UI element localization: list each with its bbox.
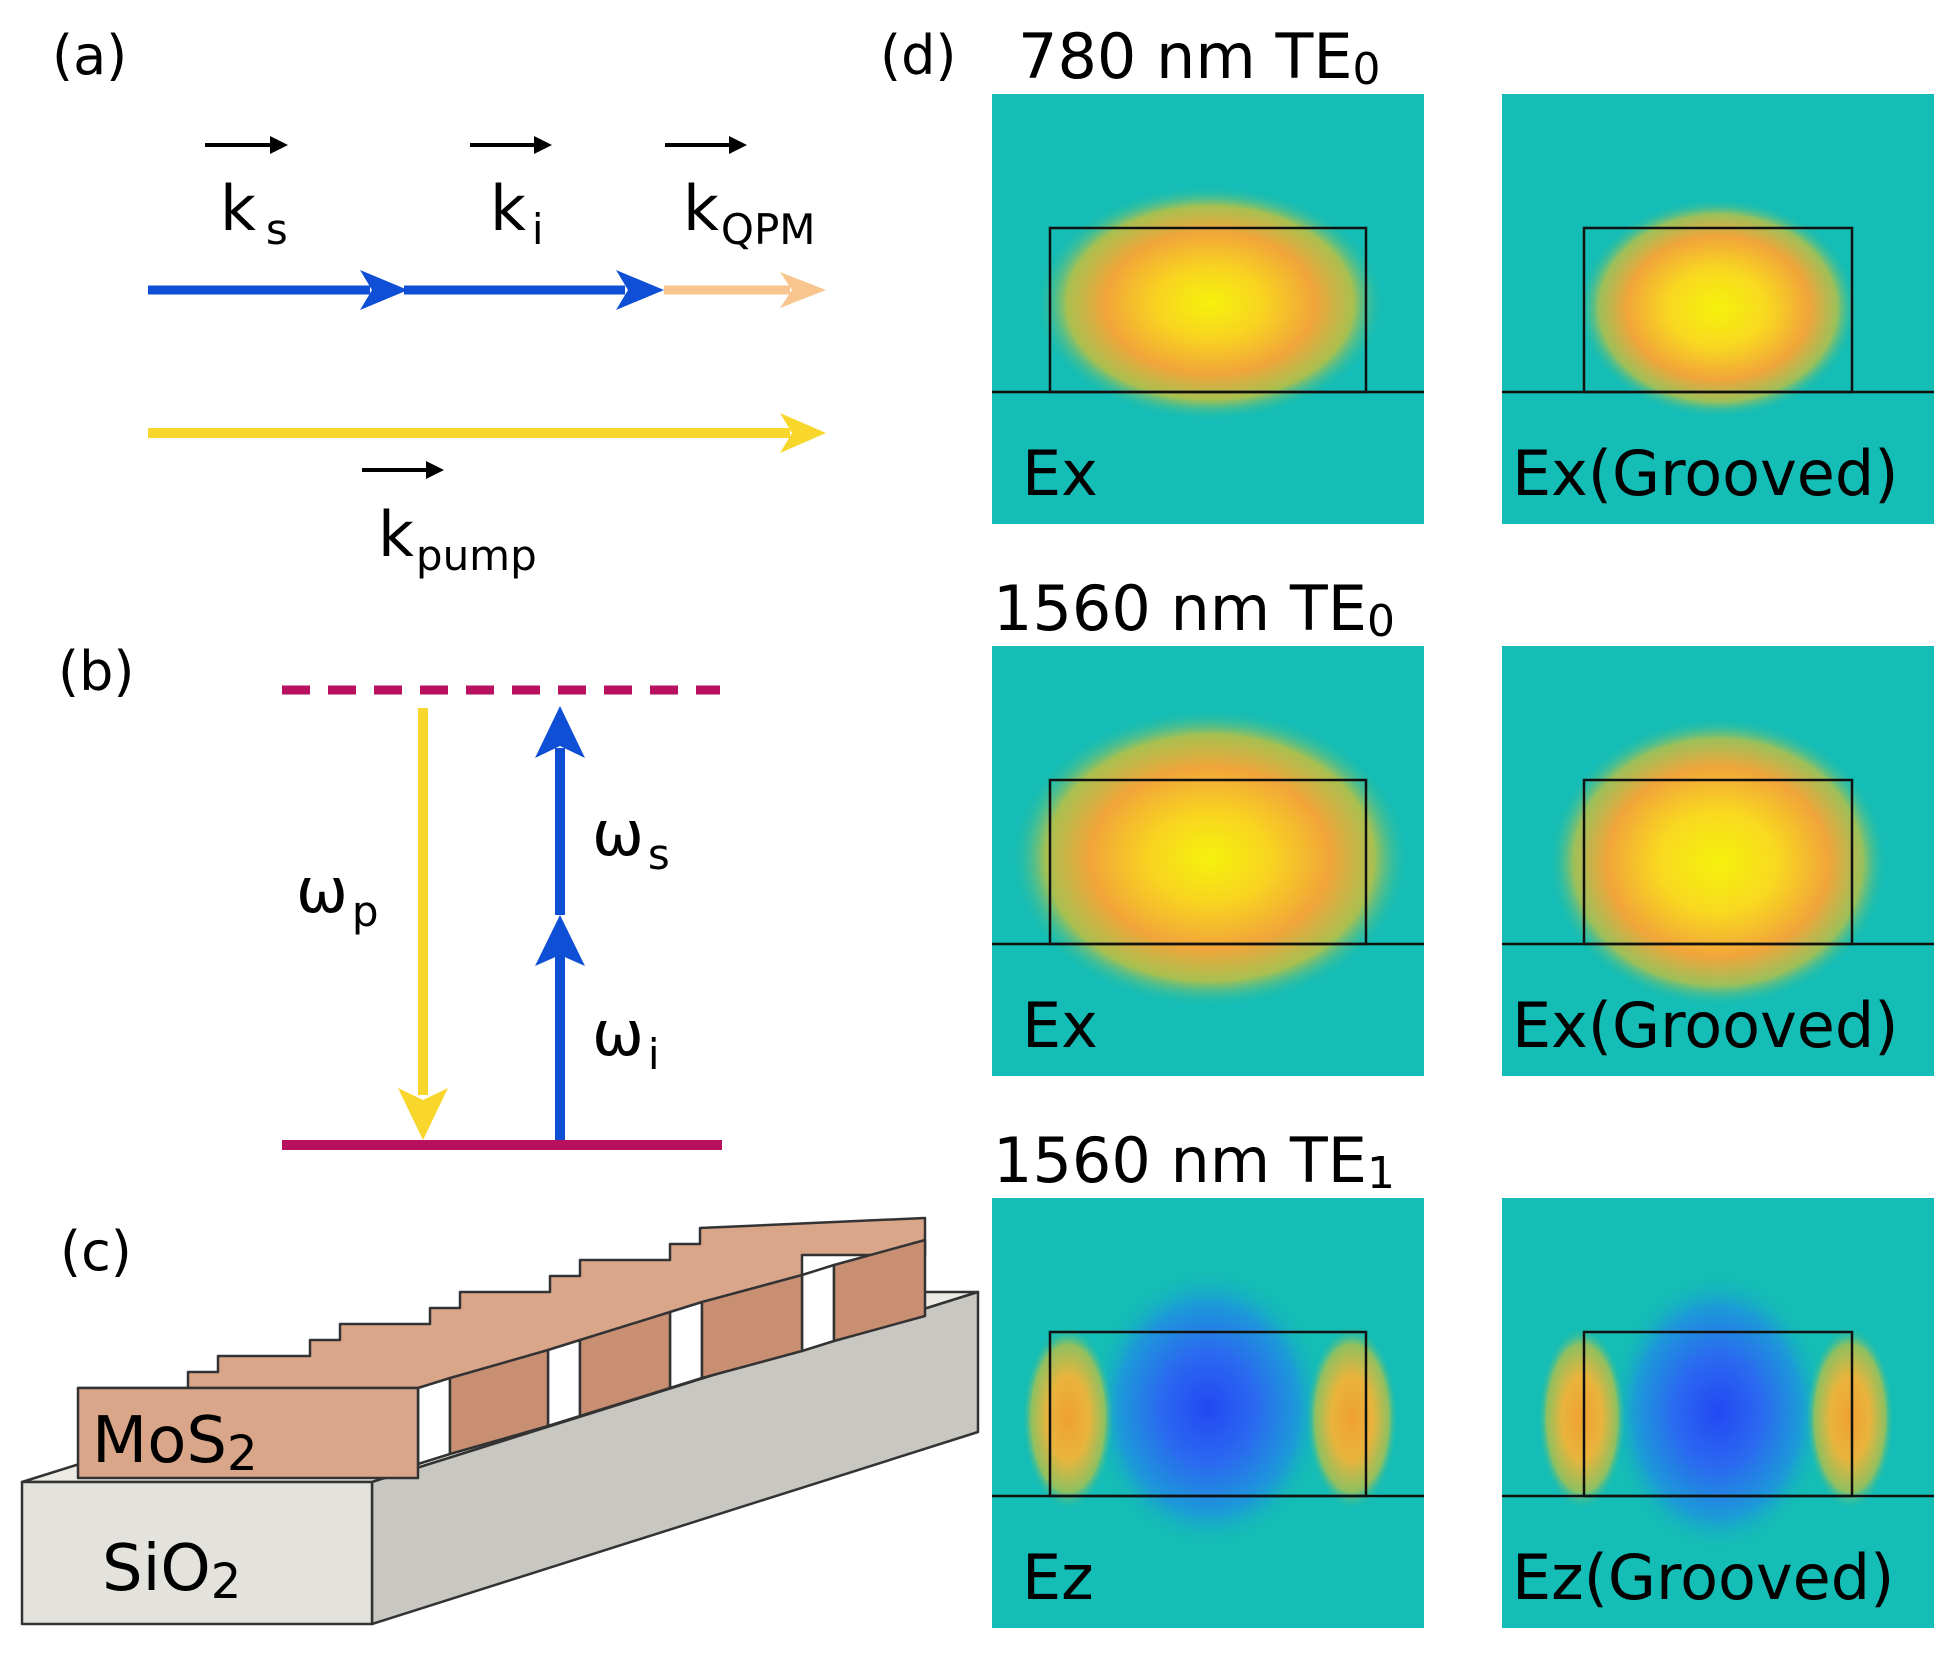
mode-plot-1560-te1-ez: Ez xyxy=(992,1198,1424,1628)
mode-plot-1560-te0-ex: Ex xyxy=(992,646,1424,1076)
over-arrows xyxy=(205,136,747,479)
field-label: Ex xyxy=(1022,437,1098,510)
panel-b: (b) ωp ωs ωi xyxy=(58,640,722,1150)
field-label: Ex(Grooved) xyxy=(1512,989,1898,1062)
mode-plot-780-te0-ex-grooved: Ex(Grooved) xyxy=(1502,94,1934,524)
row1-title: 780 nm TE0 xyxy=(1018,20,1381,95)
mode-plot-1560-te1-ez-grooved: Ez(Grooved) xyxy=(1502,1198,1934,1628)
row3-title: 1560 nm TE1 xyxy=(993,1124,1395,1199)
field-label: Ez xyxy=(1022,1541,1094,1614)
panel-label-c: (c) xyxy=(60,1220,132,1283)
mos2-label: MoS2 xyxy=(92,1404,258,1482)
panel-label-b: (b) xyxy=(58,640,134,703)
idler-transition-arrow xyxy=(535,915,585,1140)
omega-s-label: ωs xyxy=(592,797,670,879)
panel-label-d: (d) xyxy=(880,24,956,87)
field-label: Ex xyxy=(1022,989,1098,1062)
panel-d: (d) 780 nm TE0 Ex Ex(Grooved) 1560 nm TE… xyxy=(880,20,1934,1628)
sio2-label: SiO2 xyxy=(102,1532,241,1610)
k-pump-label: kpump xyxy=(378,498,537,580)
k-i-arrow xyxy=(404,270,664,310)
mos2-waveguide xyxy=(76,1216,927,1480)
k-s-arrow xyxy=(148,270,408,310)
panel-c: (c) MoS2 SiO2 xyxy=(20,1216,980,1626)
omega-i-label: ωi xyxy=(592,997,660,1079)
omega-p-label: ωp xyxy=(296,854,379,936)
k-qpm-label: kQPM xyxy=(683,172,816,254)
row2-title: 1560 nm TE0 xyxy=(993,572,1395,647)
k-qpm-arrow xyxy=(664,272,826,308)
signal-transition-arrow xyxy=(535,706,585,915)
field-label: Ex(Grooved) xyxy=(1512,437,1898,510)
mode-plot-780-te0-ex: Ex xyxy=(992,94,1424,524)
pump-transition-arrow xyxy=(398,708,448,1140)
mode-plot-1560-te0-ex-grooved: Ex(Grooved) xyxy=(1502,646,1934,1076)
panel-label-a: (a) xyxy=(52,24,127,87)
k-pump-arrow xyxy=(148,413,826,453)
field-label: Ez(Grooved) xyxy=(1512,1541,1894,1614)
